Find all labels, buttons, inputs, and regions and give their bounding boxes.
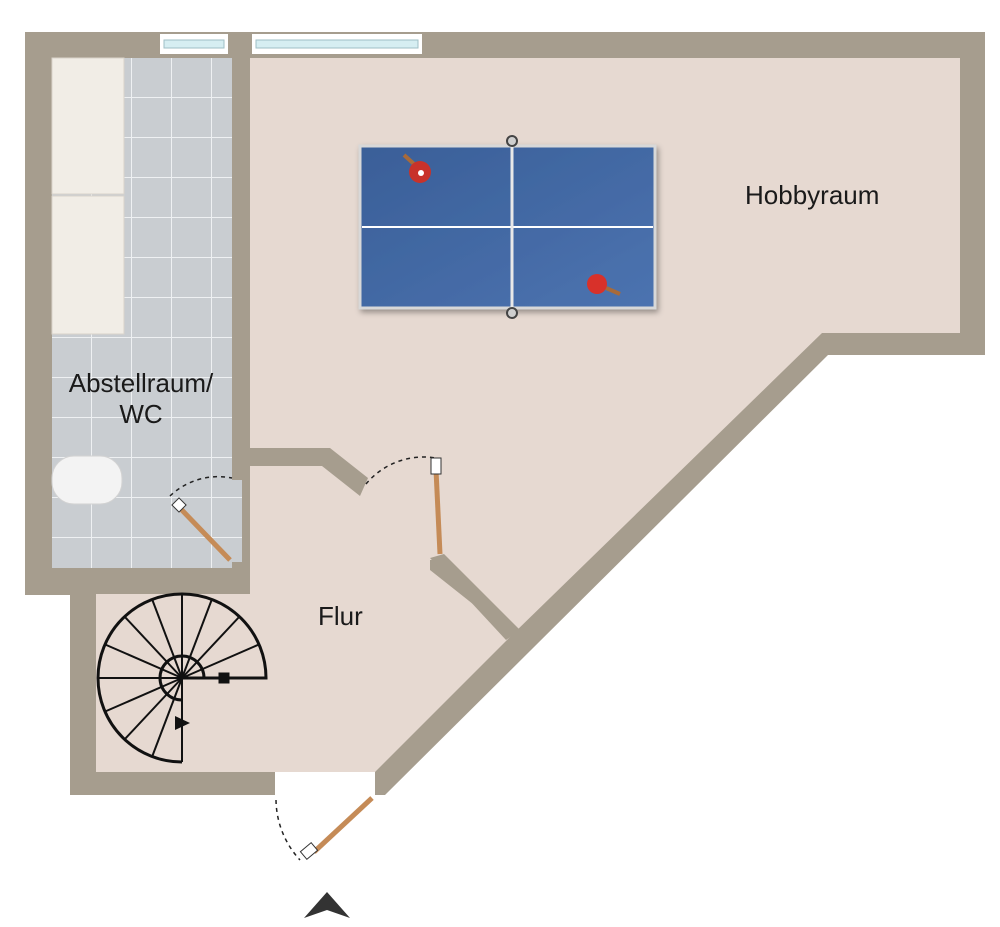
door-wc (169, 475, 233, 562)
room-label-flur: Flur (318, 601, 363, 631)
flur-floor (96, 462, 512, 772)
door-hobbyraum (365, 456, 443, 555)
paddle-icon-2 (587, 274, 621, 296)
room-label-abstellraum-wc: Abstellraum/ WC (48, 368, 234, 430)
entrance-arrow-icon (304, 892, 350, 918)
paddle-icon (402, 153, 431, 183)
wc-niche-floor (232, 478, 242, 562)
windows (160, 34, 422, 54)
toilet-icon (51, 455, 123, 505)
room-label-hobbyraum: Hobbyraum (745, 180, 880, 210)
room-label-abstellraum-line2: WC (119, 399, 163, 430)
stair-arrow-icon (175, 716, 190, 730)
room-label-abstellraum-line1: Abstellraum/ (68, 368, 214, 398)
interior-walls (52, 32, 520, 640)
spiral-staircase-icon (96, 592, 268, 764)
storage-cabinets (51, 57, 125, 335)
door-entrance (275, 796, 374, 861)
